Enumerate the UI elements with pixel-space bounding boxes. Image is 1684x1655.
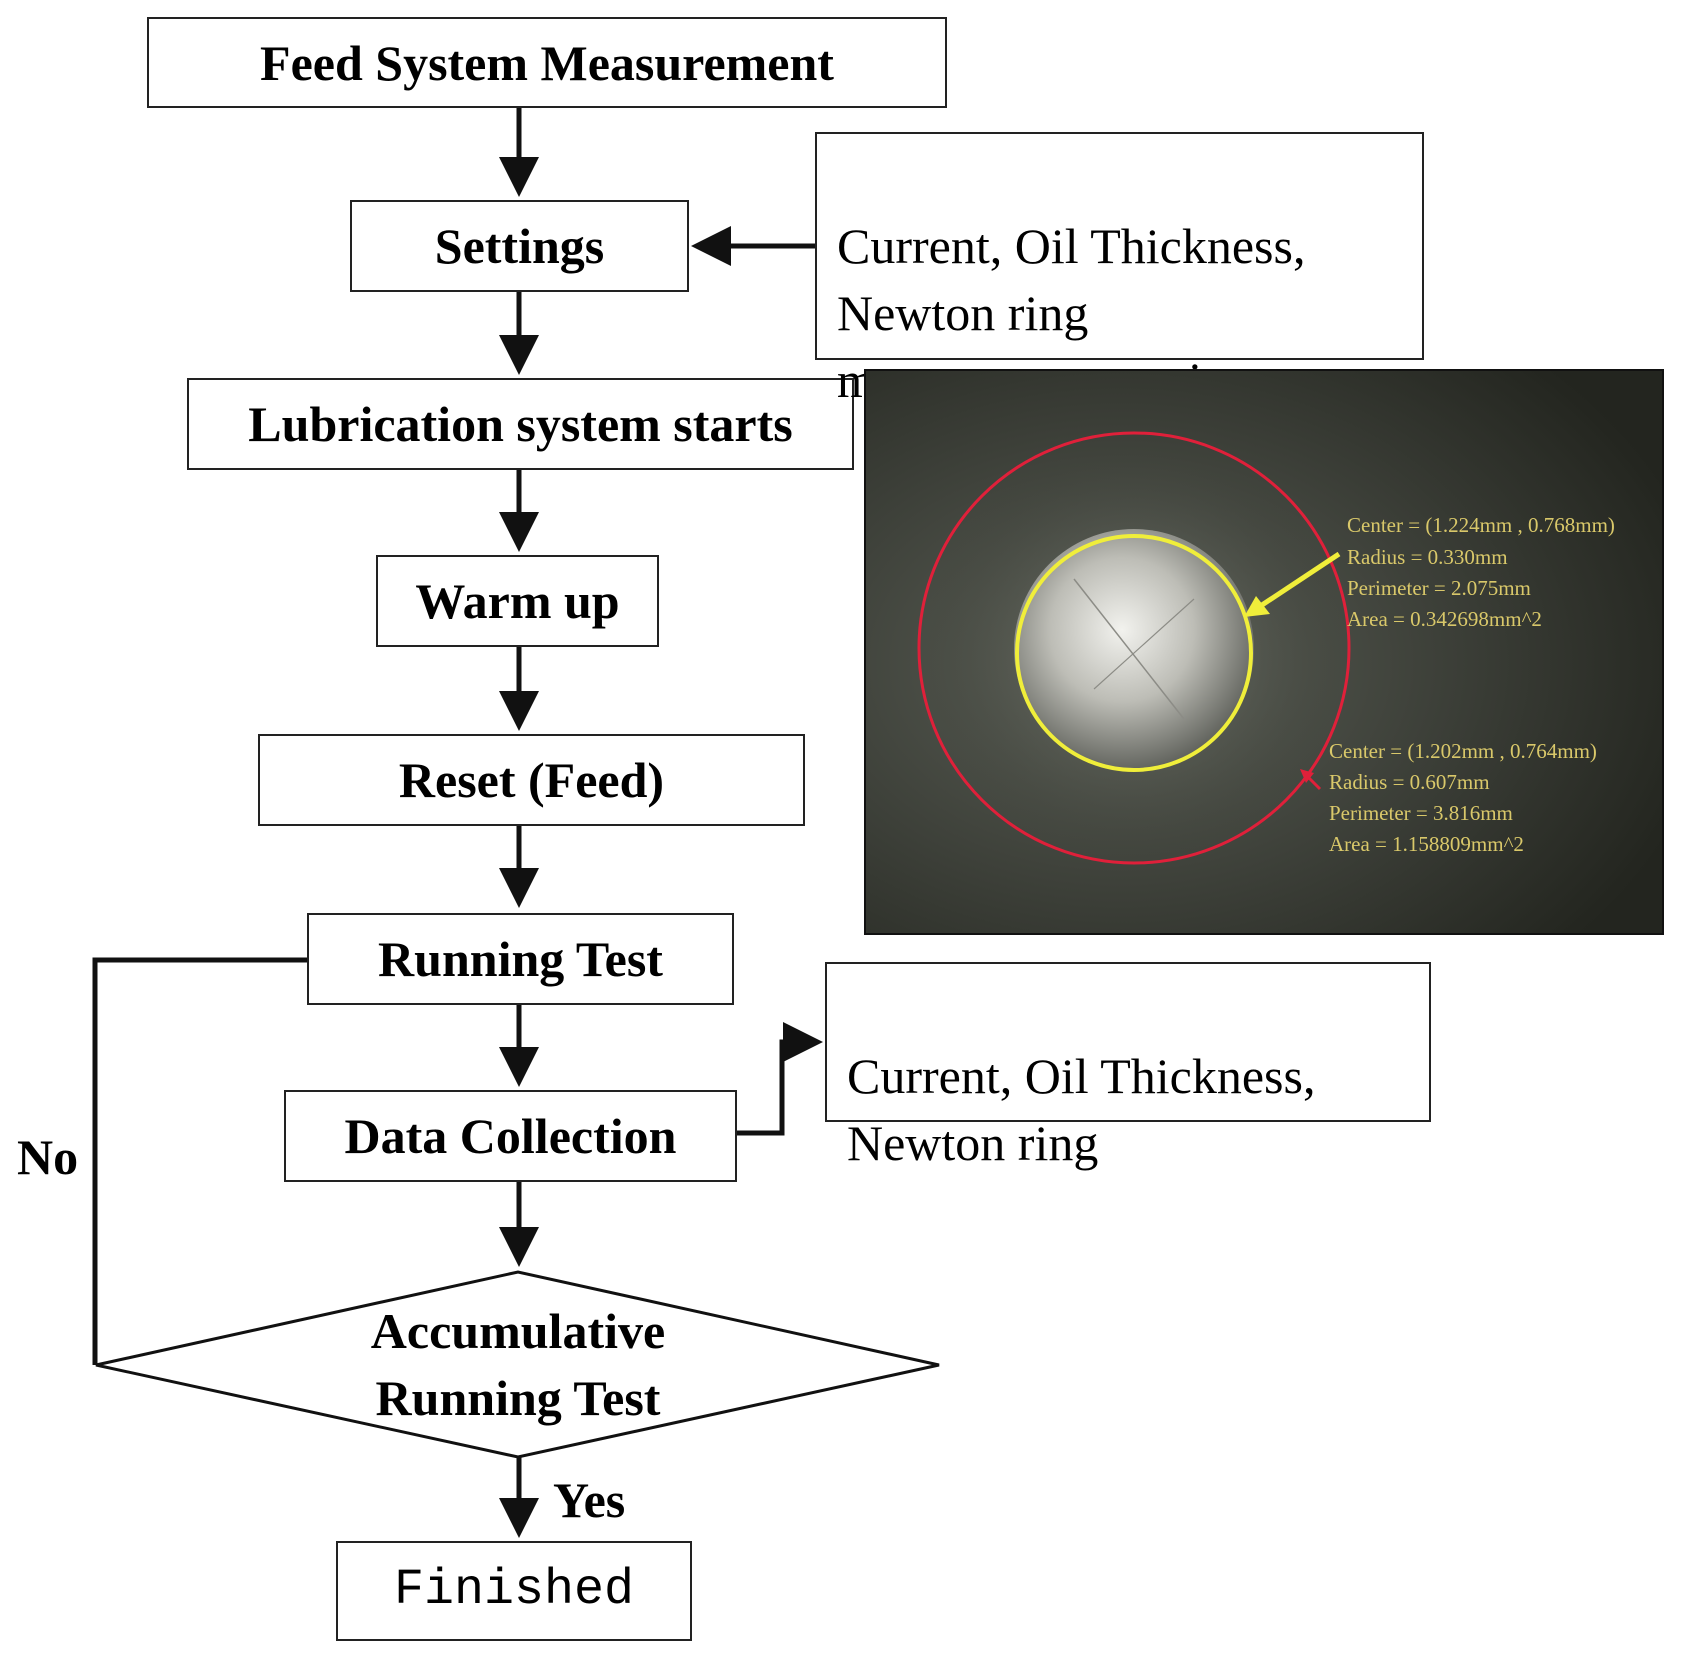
lubrication-label: Lubrication system starts (248, 396, 793, 452)
no-label: No (17, 1129, 79, 1185)
outer-radius-text: Radius = 0.607mm (1329, 770, 1490, 794)
settings-box: Settings (350, 200, 689, 292)
lubrication-box: Lubrication system starts (187, 378, 854, 470)
decision-label-line1: Accumulative (370, 1303, 666, 1359)
yes-label: Yes (553, 1472, 626, 1528)
newton-ring-micrograph: Center = (1.224mm , 0.768mm) Radius = 0.… (864, 369, 1664, 935)
scratch-mark (1073, 578, 1185, 720)
inner-perimeter-text: Perimeter = 2.075mm (1347, 576, 1531, 600)
arrow-data-to-outputs (737, 1022, 823, 1136)
inner-radius-text: Radius = 0.330mm (1347, 545, 1508, 569)
outer-perimeter-text: Perimeter = 3.816mm (1329, 801, 1513, 825)
outer-center-text: Center = (1.202mm , 0.764mm) (1329, 739, 1597, 763)
data-outputs-text: Current, Oil Thickness, Newton ring (847, 1048, 1316, 1171)
feed-system-measurement-label: Feed System Measurement (260, 34, 834, 91)
feed-system-measurement-box: Feed System Measurement (147, 17, 947, 108)
outer-area-text: Area = 1.158809mm^2 (1329, 832, 1524, 856)
decision-label-line2: Running Test (375, 1370, 661, 1426)
decision-diamond (95, 1270, 940, 1459)
data-collection-box: Data Collection (284, 1090, 737, 1182)
inner-pointer-arrowhead (1244, 596, 1270, 617)
reset-feed-label: Reset (Feed) (398, 752, 665, 808)
finished-box: Finished (336, 1541, 692, 1641)
scratch-mark (1093, 598, 1195, 690)
finished-label: Finished (393, 1562, 635, 1619)
settings-inputs-note: Current, Oil Thickness, Newton ring meas… (815, 132, 1424, 408)
running-test-box: Running Test (307, 913, 734, 1005)
warm-up-label: Warm up (415, 573, 620, 629)
loop-no-line (92, 957, 310, 1365)
settings-label: Settings (434, 218, 605, 274)
inner-pointer-line (1260, 551, 1341, 608)
data-outputs-note: Current, Oil Thickness, Newton ring (825, 962, 1431, 1171)
outer-pointer-arrowhead (1300, 769, 1314, 783)
data-collection-label: Data Collection (344, 1108, 677, 1164)
running-test-label: Running Test (378, 931, 663, 987)
warm-up-box: Warm up (376, 555, 659, 647)
contact-spot (1014, 529, 1254, 769)
inner-center-text: Center = (1.224mm , 0.768mm) (1347, 513, 1615, 537)
reset-feed-box: Reset (Feed) (258, 734, 805, 826)
inner-measure-circle (1015, 534, 1253, 772)
outer-measure-circle (917, 431, 1351, 865)
inner-area-text: Area = 0.342698mm^2 (1347, 607, 1542, 631)
